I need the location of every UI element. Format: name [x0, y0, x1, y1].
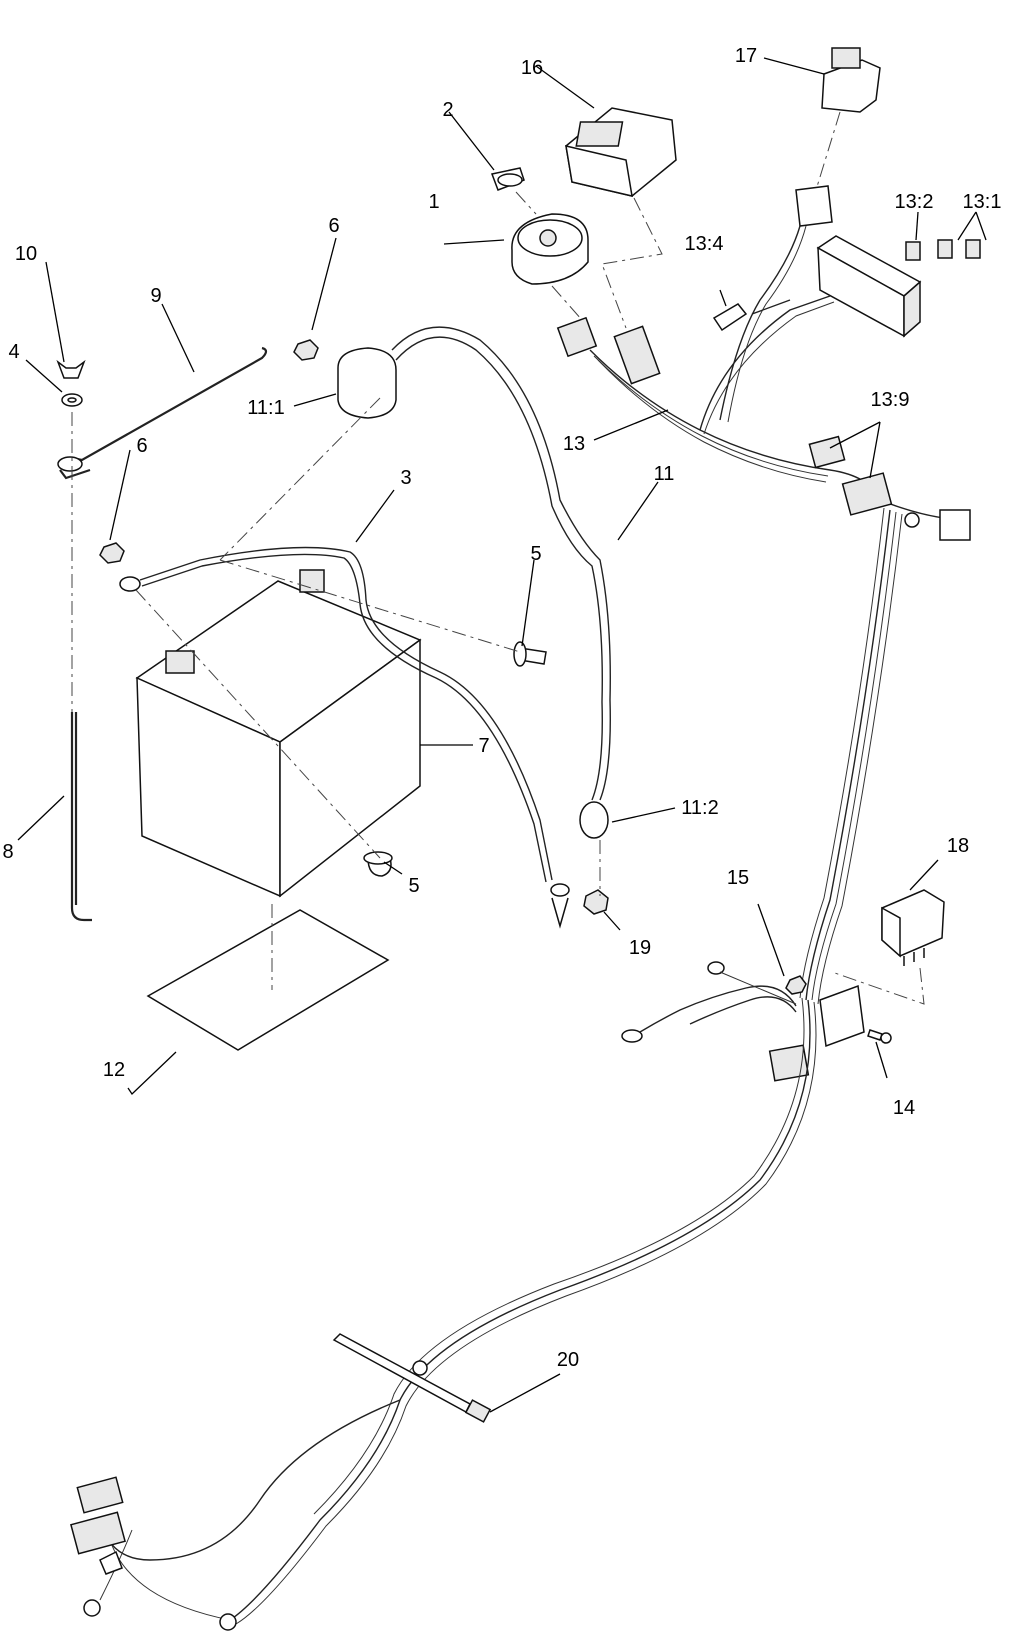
leader-lines [17, 57, 987, 1413]
callout-9: 9 [150, 285, 161, 307]
fuse-block [816, 235, 981, 338]
terminal-nuts [99, 339, 319, 564]
callout-13-9: 13:9 [871, 389, 910, 411]
callout-7: 7 [478, 735, 489, 757]
main-wire-harness [589, 225, 971, 1005]
inline-fuse [712, 303, 748, 332]
cable-tie [332, 1333, 492, 1423]
callout-3: 3 [400, 467, 411, 489]
callout-17: 17 [735, 45, 757, 67]
callout-13-1: 13:1 [963, 191, 1002, 213]
callout-12: 12 [103, 1059, 125, 1081]
callout-10: 10 [15, 243, 37, 265]
callout-18: 18 [947, 835, 969, 857]
callout-6-lower: 6 [136, 435, 147, 457]
ignition-switch [490, 167, 589, 285]
battery-tray [146, 909, 390, 1051]
negative-battery-cable [119, 546, 570, 929]
lower-wire-harness [70, 997, 817, 1631]
callout-1: 1 [428, 191, 439, 213]
callout-13-4: 13:4 [685, 233, 724, 255]
callout-20: 20 [557, 1349, 579, 1371]
hour-meter [565, 107, 677, 197]
positive-battery-cable [337, 326, 611, 915]
callout-2: 2 [442, 99, 453, 121]
callout-14: 14 [893, 1097, 915, 1119]
callout-13: 13 [563, 433, 585, 455]
callout-16: 16 [521, 57, 543, 79]
hold-down-hardware [56, 346, 268, 922]
callout-11-2: 11:2 [681, 797, 718, 819]
callout-19: 19 [629, 937, 651, 959]
callout-5-lower: 5 [408, 875, 419, 897]
callout-8: 8 [2, 841, 13, 863]
callout-4: 4 [8, 341, 19, 363]
callout-labels: 1 2 3 4 5 5 6 6 7 8 9 10 11 11:1 11:2 12… [2, 45, 1001, 1371]
terminal-bolts [363, 641, 547, 877]
pto-switch [821, 47, 881, 113]
callout-15: 15 [727, 867, 749, 889]
callout-11-1: 11:1 [247, 397, 284, 419]
relay [881, 889, 945, 966]
harness-connectors-upper [556, 316, 661, 385]
battery [135, 569, 422, 898]
callout-5-upper: 5 [530, 543, 541, 565]
ground-bracket [621, 961, 892, 1082]
callout-6-upper: 6 [328, 215, 339, 237]
callout-11: 11 [654, 463, 675, 485]
callout-13-2: 13:2 [895, 191, 934, 213]
